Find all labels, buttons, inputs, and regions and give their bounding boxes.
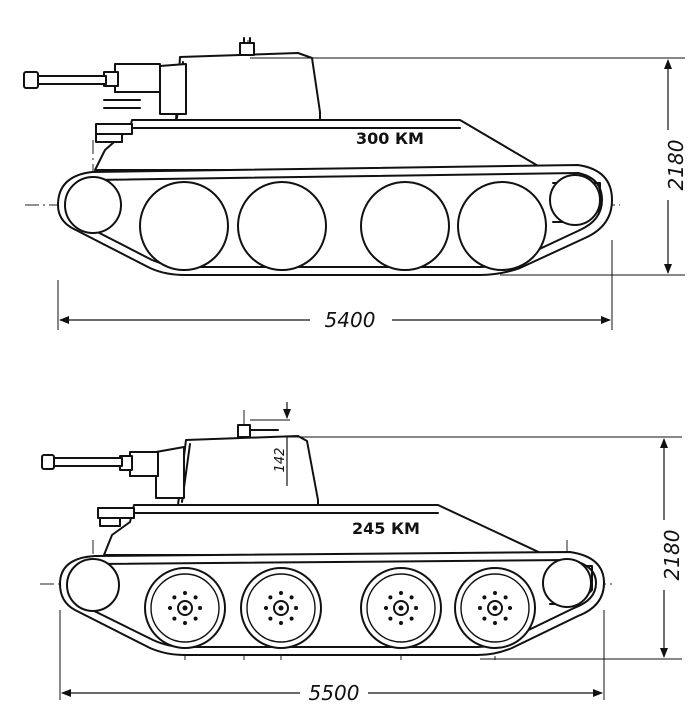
bottom-tank-side-view: 245 КМ 142 5500 2180 (40, 402, 684, 705)
bottom-height-dimension: 2180 (260, 436, 684, 660)
hub-bolt (198, 606, 202, 610)
top-length-dimension: 5400 (57, 240, 613, 332)
bottom-road-wheels (144, 567, 536, 649)
hub-bolt (478, 606, 482, 610)
top-height-label: 2180 (664, 140, 688, 191)
top-main-gun (23, 71, 107, 89)
bottom-length-label: 5500 (309, 681, 360, 705)
hub-bolt (268, 616, 273, 621)
bottom-engine-power-label: 245 КМ (352, 519, 420, 538)
hub-bolt (289, 595, 294, 600)
hub-bolt (279, 591, 283, 595)
bottom-hull (97, 504, 546, 556)
hub-bolt (482, 616, 487, 621)
bottom-road-wheel (240, 567, 322, 649)
hub-bolt (168, 606, 172, 610)
hub-bolt (268, 595, 273, 600)
bottom-road-wheel (144, 567, 226, 649)
top-road-wheel (139, 181, 229, 271)
bottom-turret-offset-dimension: 142 (250, 402, 291, 486)
hub-bolt (508, 606, 512, 610)
top-height-dimension: 2180 (250, 57, 688, 276)
bottom-road-wheel (360, 567, 442, 649)
hub-bolt (493, 621, 497, 625)
hub-bolt (183, 621, 187, 625)
bottom-main-gun (41, 454, 123, 470)
hub-bolt (294, 606, 298, 610)
hub-bolt (409, 616, 414, 621)
hub-bolt (264, 606, 268, 610)
hub-bolt (193, 616, 198, 621)
hub-bolt (172, 595, 177, 600)
hub-bolt (384, 606, 388, 610)
bottom-road-wheel (454, 567, 536, 649)
hub-bolt (503, 595, 508, 600)
bottom-height-label: 2180 (660, 530, 684, 581)
bottom-turret (119, 424, 319, 506)
top-road-wheel (237, 181, 327, 271)
top-hull (94, 119, 546, 171)
hub-bolt (388, 595, 393, 600)
hub-bolt (388, 616, 393, 621)
hub-bolt (183, 591, 187, 595)
hub-bolt (193, 595, 198, 600)
bottom-turret-offset-label: 142 (273, 448, 288, 473)
top-road-wheels (139, 181, 547, 271)
hub-bolt (414, 606, 418, 610)
hub-bolt (399, 591, 403, 595)
top-tank-side-view: 300 КМ 5400 2180 (23, 37, 688, 332)
top-length-label: 5400 (325, 308, 376, 332)
hub-bolt (482, 595, 487, 600)
hub-bolt (399, 621, 403, 625)
bottom-length-dimension: 5500 (59, 610, 605, 705)
top-turret (103, 37, 321, 121)
hub-bolt (279, 621, 283, 625)
hub-bolt (503, 616, 508, 621)
hub-bolt (493, 591, 497, 595)
top-road-wheel (360, 181, 450, 271)
top-road-wheel (457, 181, 547, 271)
hub-bolt (409, 595, 414, 600)
top-engine-power-label: 300 КМ (356, 129, 424, 148)
hub-bolt (172, 616, 177, 621)
hub-bolt (289, 616, 294, 621)
wheel-hub-bolts (168, 591, 512, 625)
